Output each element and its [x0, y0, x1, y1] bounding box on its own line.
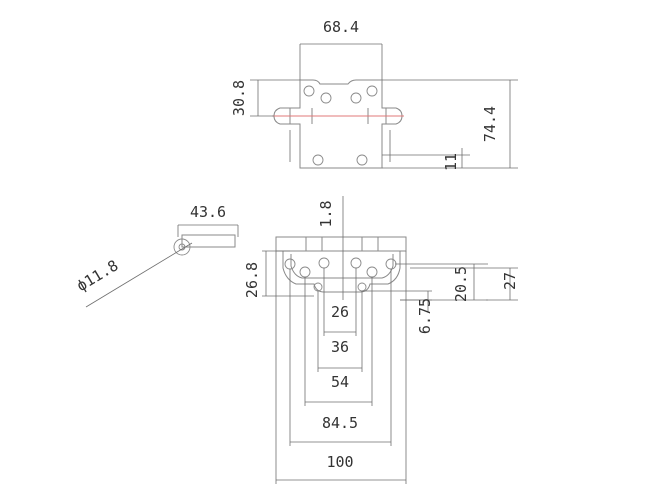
dim-27-label: 27 — [501, 272, 519, 290]
front-hole — [385, 258, 397, 270]
front-leaf-inner — [290, 254, 394, 279]
top-hole — [312, 154, 324, 166]
top-view: 68.4 30.8 74.4 11 — [230, 18, 518, 171]
front-hole — [366, 266, 378, 278]
dim-20-5-label: 20.5 — [452, 266, 470, 302]
top-hole — [366, 85, 378, 97]
front-hole — [318, 257, 330, 269]
dim-26-8-label: 26.8 — [243, 262, 261, 298]
dim-74-4-label: 74.4 — [481, 106, 499, 142]
dim-100-label: 100 — [326, 453, 353, 471]
front-hole — [357, 282, 367, 292]
dim-diameter-label: ϕ11.8 — [73, 256, 121, 295]
top-hole — [356, 154, 368, 166]
dim-6-75-label: 6.75 — [416, 298, 434, 334]
front-knuckle-strip — [275, 236, 407, 252]
dim-43-6-label: 43.6 — [190, 203, 226, 221]
dim-diameter-leader — [85, 242, 193, 308]
dim-30-8-label: 30.8 — [230, 80, 248, 116]
pin-head — [173, 238, 191, 256]
dim-84-5-label: 84.5 — [322, 414, 358, 432]
top-hole — [303, 85, 315, 97]
front-hole — [350, 257, 362, 269]
dim-11-label: 11 — [442, 153, 460, 171]
front-hole — [299, 266, 311, 278]
dim-68-4-label: 68.4 — [323, 18, 359, 36]
top-hole — [350, 92, 362, 104]
front-leaf-outline — [282, 251, 401, 293]
dim-54-label: 54 — [331, 373, 349, 391]
dim-1-8-label: 1.8 — [317, 200, 335, 227]
pin-detail: 43.6 ϕ11.8 — [73, 203, 239, 308]
dim-36-label: 36 — [331, 338, 349, 356]
front-hole — [284, 258, 296, 270]
top-hole — [320, 92, 332, 104]
dim-26-label: 26 — [331, 303, 349, 321]
front-view: 1.8 26.8 20.5 27 6.75 26 36 54 — [243, 196, 519, 484]
pin-body — [181, 234, 236, 248]
